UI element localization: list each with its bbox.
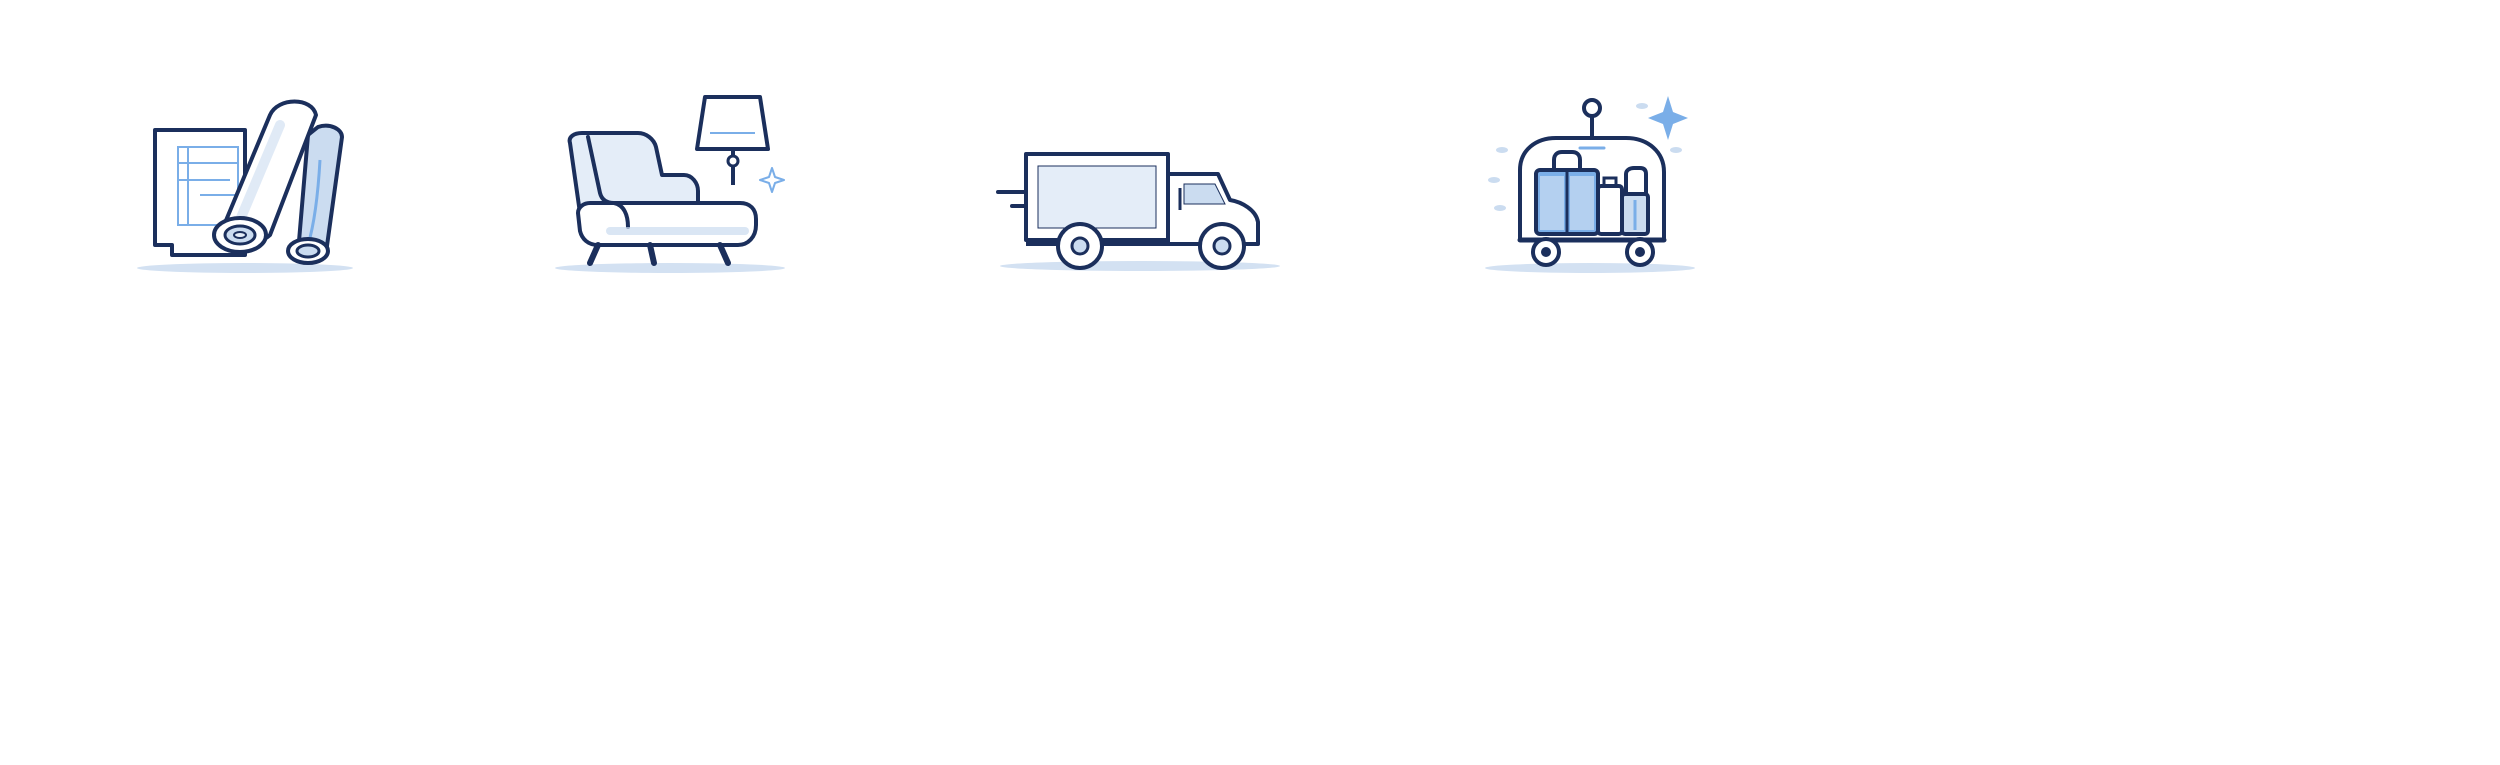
- armchair-lamp-icon: [555, 95, 785, 273]
- blueprint-rolls-icon: [137, 99, 353, 273]
- delivery-truck-icon: [996, 152, 1280, 271]
- luggage-cart-icon: [1485, 96, 1695, 273]
